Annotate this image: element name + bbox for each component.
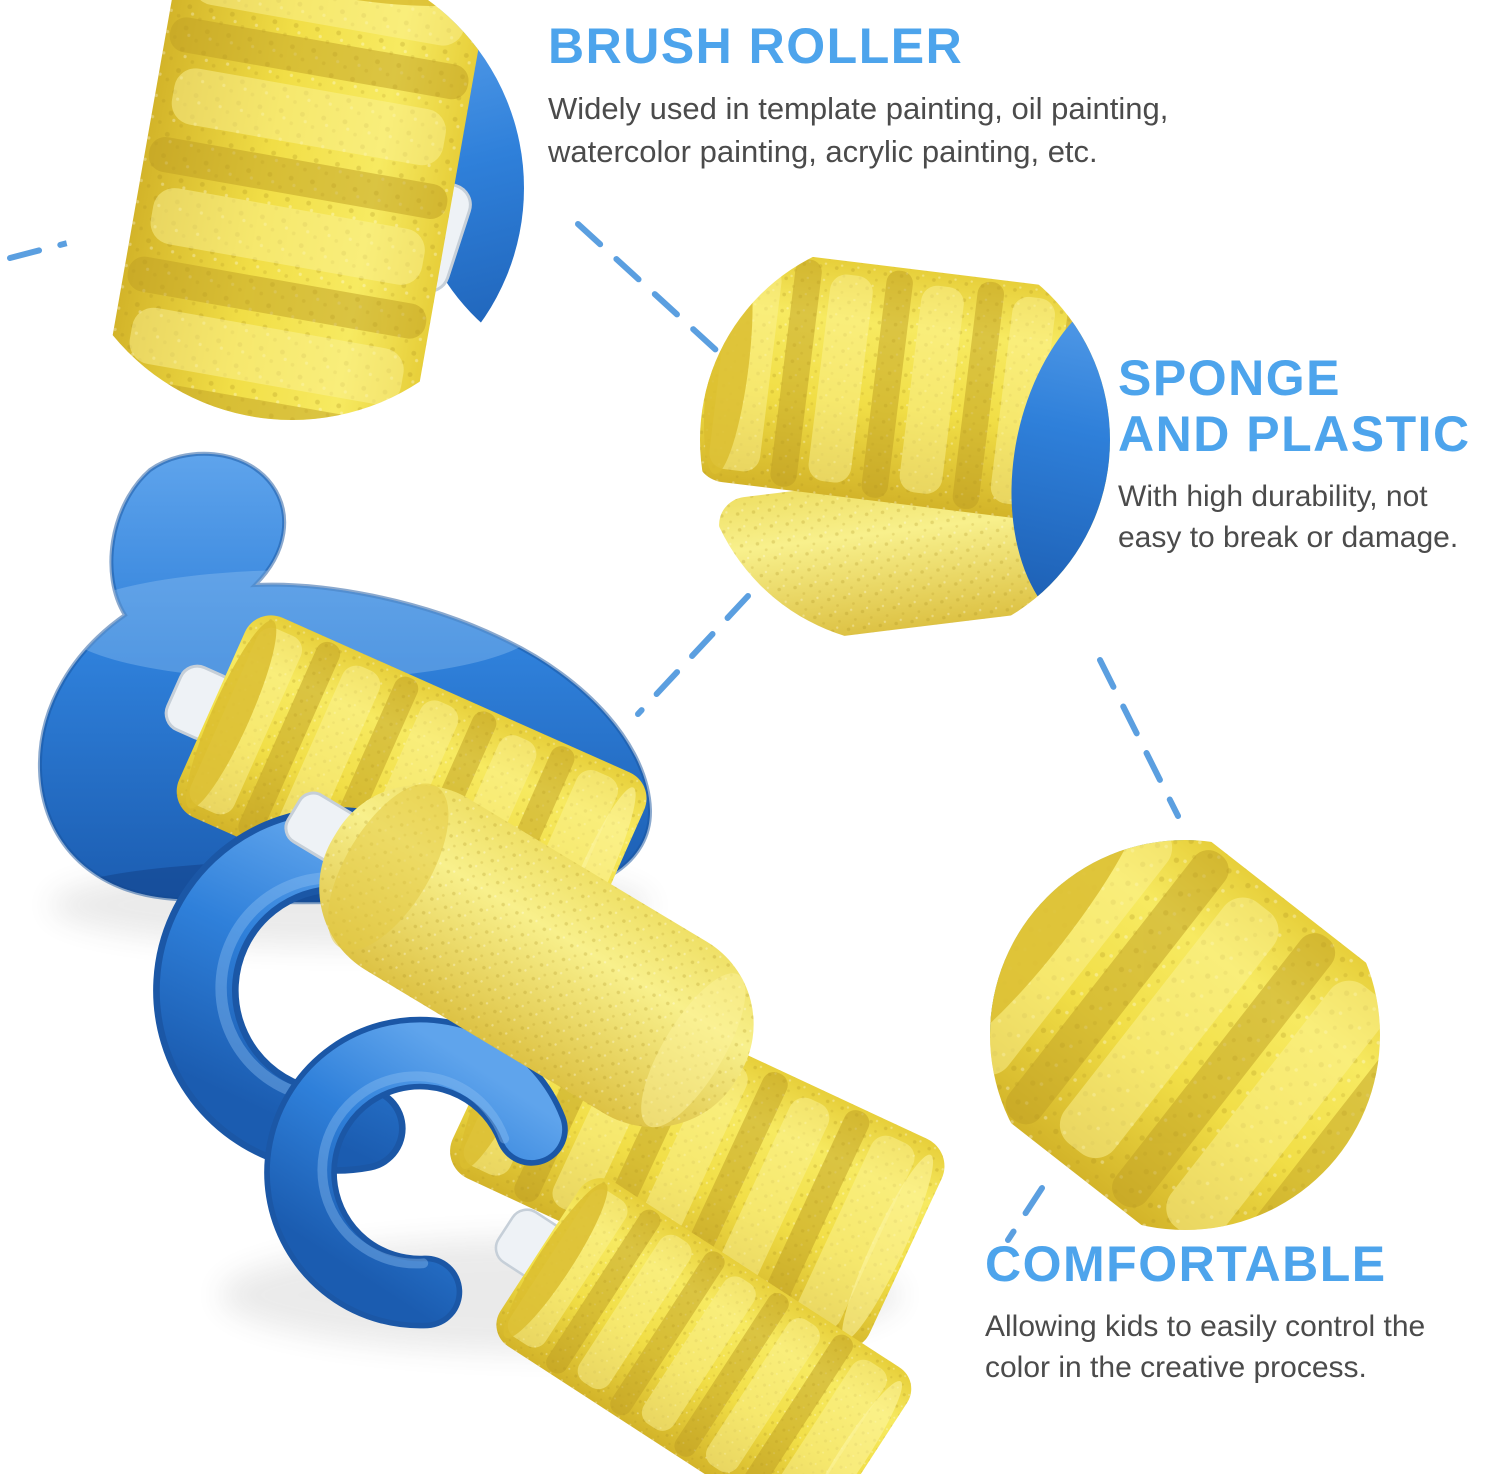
- leader-line-inset2-product: [635, 593, 751, 717]
- callout-sponge-and-plastic: SPONGE AND PLASTIC With high durability,…: [1118, 350, 1494, 559]
- callout-title-line2: AND PLASTIC: [1118, 406, 1471, 462]
- callout-title-line1: SPONGE: [1118, 350, 1341, 406]
- detail-inset-sponge-plastic: [700, 235, 1110, 645]
- leader-line-inset1-inset2: [575, 221, 719, 353]
- blue-handle-detail: [1011, 277, 1110, 643]
- callout-body-sponge-and-plastic: With high durability, not easy to break …: [1118, 480, 1459, 555]
- callout-title-sponge-and-plastic: SPONGE AND PLASTIC: [1118, 350, 1494, 462]
- callout-title-comfortable: COMFORTABLE: [985, 1236, 1387, 1292]
- leader-line-text-inset3: [1097, 657, 1181, 819]
- callout-title-brush-roller: BRUSH ROLLER: [548, 18, 964, 74]
- callout-comfortable: COMFORTABLE Allowing kids to easily cont…: [985, 1236, 1455, 1389]
- callout-body-comfortable: Allowing kids to easily control the colo…: [985, 1310, 1426, 1385]
- callout-body-brush-roller: Widely used in template painting, oil pa…: [548, 91, 1169, 169]
- callout-brush-roller: BRUSH ROLLER Widely used in template pai…: [548, 18, 1288, 174]
- leader-line-inset3-text: [1005, 1185, 1045, 1243]
- detail-inset-sponge-texture: [990, 840, 1380, 1230]
- sponge-texture-detail: [990, 840, 1380, 1230]
